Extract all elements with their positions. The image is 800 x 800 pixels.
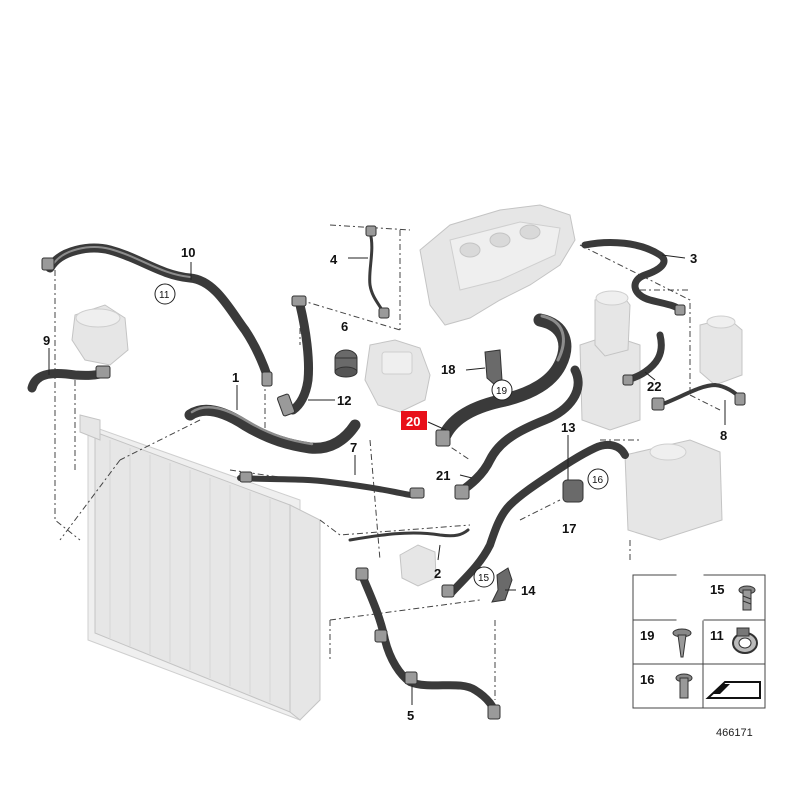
hose-7: [237, 475, 421, 499]
callout-10: 10: [181, 245, 195, 260]
hose-21: [455, 365, 583, 497]
hose-9: [27, 367, 110, 393]
callout-2: 2: [434, 566, 441, 581]
part-17-clip: [562, 479, 584, 503]
legend-label-16: 16: [640, 672, 654, 687]
callout-8: 8: [720, 428, 727, 443]
hose-10: [45, 243, 273, 383]
hose-2: [348, 528, 470, 542]
callout-7: 7: [350, 440, 357, 455]
callout-21: 21: [436, 468, 450, 483]
part-14-bracket: [491, 567, 513, 603]
hose-20: [438, 313, 572, 442]
part-6-plug: [334, 349, 358, 378]
part-18-bracket: [484, 349, 503, 386]
hose-clamp-11-icon: [732, 627, 758, 654]
callouts: 10 1 12 6 4 3 9 7 18 20 21 13 22 8 17 2 …: [43, 245, 727, 723]
bolt-15-icon: [738, 585, 756, 611]
ref-circle-16: 16: [587, 468, 609, 490]
screw-19-icon: [672, 628, 692, 658]
callout-14: 14: [521, 583, 536, 598]
callout-18: 18: [441, 362, 455, 377]
callout-12: 12: [337, 393, 351, 408]
ref-circle-15: 15: [473, 566, 495, 588]
air-filter-housing: [71, 304, 129, 366]
hose-8: [658, 383, 742, 407]
svg-text:16: 16: [592, 475, 604, 486]
thermostat-housing: [364, 339, 431, 413]
svg-text:19: 19: [496, 386, 508, 397]
fastener-legend: 15 19 11 16 466171: [632, 574, 766, 739]
hose-4: [368, 230, 387, 317]
expansion-tank: [624, 315, 743, 541]
doc-number: 466171: [716, 727, 753, 739]
hose-12: [288, 300, 313, 415]
legend-label-11: 11: [710, 628, 724, 643]
svg-text:11: 11: [159, 290, 170, 301]
assembly-dashed-lines: [54, 224, 721, 700]
svg-text:15: 15: [478, 573, 490, 584]
callout-13: 13: [561, 420, 575, 435]
radiator: [79, 414, 321, 721]
hose-3: [581, 238, 684, 314]
callout-3: 3: [690, 251, 697, 266]
heat-exchanger: [579, 290, 641, 431]
arrow-icon: [705, 681, 761, 699]
hose-fittings: [41, 225, 746, 720]
intake-manifold: [419, 204, 576, 326]
callout-22: 22: [647, 379, 661, 394]
ref-circle-19: 19: [491, 379, 513, 401]
callout-17: 17: [562, 521, 576, 536]
callout-1: 1: [232, 370, 239, 385]
callout-20: 20: [406, 414, 420, 429]
hose-5: [358, 571, 499, 719]
legend-label-15: 15: [710, 582, 724, 597]
hose-13: [448, 440, 629, 596]
callout-20-highlight: 20: [401, 411, 427, 430]
ref-circle-11: 11: [154, 283, 176, 305]
callout-6: 6: [341, 319, 348, 334]
hose-1: [184, 404, 361, 454]
leader-lines: [48, 254, 726, 705]
legend-label-19: 19: [640, 628, 654, 643]
bolt-16-icon: [675, 673, 693, 699]
electric-water-pump: [399, 544, 437, 587]
callout-4: 4: [330, 252, 338, 267]
callout-9: 9: [43, 333, 50, 348]
callout-5: 5: [407, 708, 414, 723]
